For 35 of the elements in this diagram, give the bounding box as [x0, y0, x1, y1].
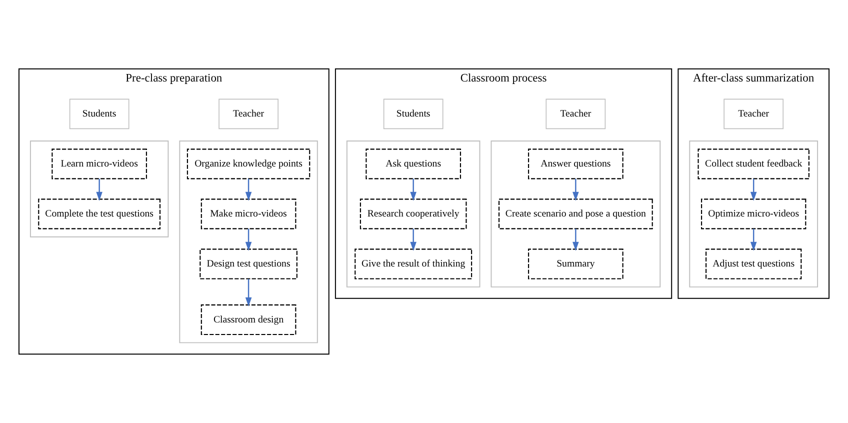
node-box: Students	[69, 98, 130, 130]
arrow	[572, 228, 579, 251]
node-box: Answer questions	[528, 148, 624, 180]
node-box: Ask questions	[366, 148, 462, 180]
node-box: Teacher	[546, 98, 606, 130]
node-box: Research cooperatively	[360, 198, 467, 230]
node-box: Complete the test questions	[38, 198, 161, 230]
arrow	[96, 178, 102, 201]
node-box: Optimize micro-videos	[701, 198, 806, 230]
node-box: Design test questions	[200, 248, 298, 280]
node-box: Make micro-videos	[200, 198, 296, 230]
node-box: Students	[383, 98, 444, 130]
cluster	[490, 140, 661, 288]
node-box: Classroom design	[200, 304, 296, 336]
arrow	[572, 178, 579, 201]
arrow	[245, 279, 252, 306]
node-box: Teacher	[724, 98, 784, 130]
cluster	[30, 140, 169, 238]
node-box: Adjust test questions	[706, 248, 802, 280]
node-box: Create scenario and pose a question	[498, 198, 653, 230]
node-box: Organize knowledge points	[186, 148, 310, 180]
node-box: Learn micro-videos	[52, 148, 147, 180]
cluster	[346, 140, 480, 288]
arrow	[750, 228, 757, 251]
arrow	[410, 228, 416, 251]
arrow	[245, 178, 252, 201]
arrow	[410, 178, 416, 201]
node-box: Collect student feedback	[698, 148, 810, 180]
arrow	[750, 178, 757, 201]
arrow	[245, 228, 252, 251]
node-box: Give the result of thinking	[354, 248, 472, 280]
cluster	[179, 140, 318, 344]
cluster	[689, 140, 818, 288]
node-box: Summary	[528, 248, 624, 280]
node-box: Teacher	[218, 98, 278, 130]
